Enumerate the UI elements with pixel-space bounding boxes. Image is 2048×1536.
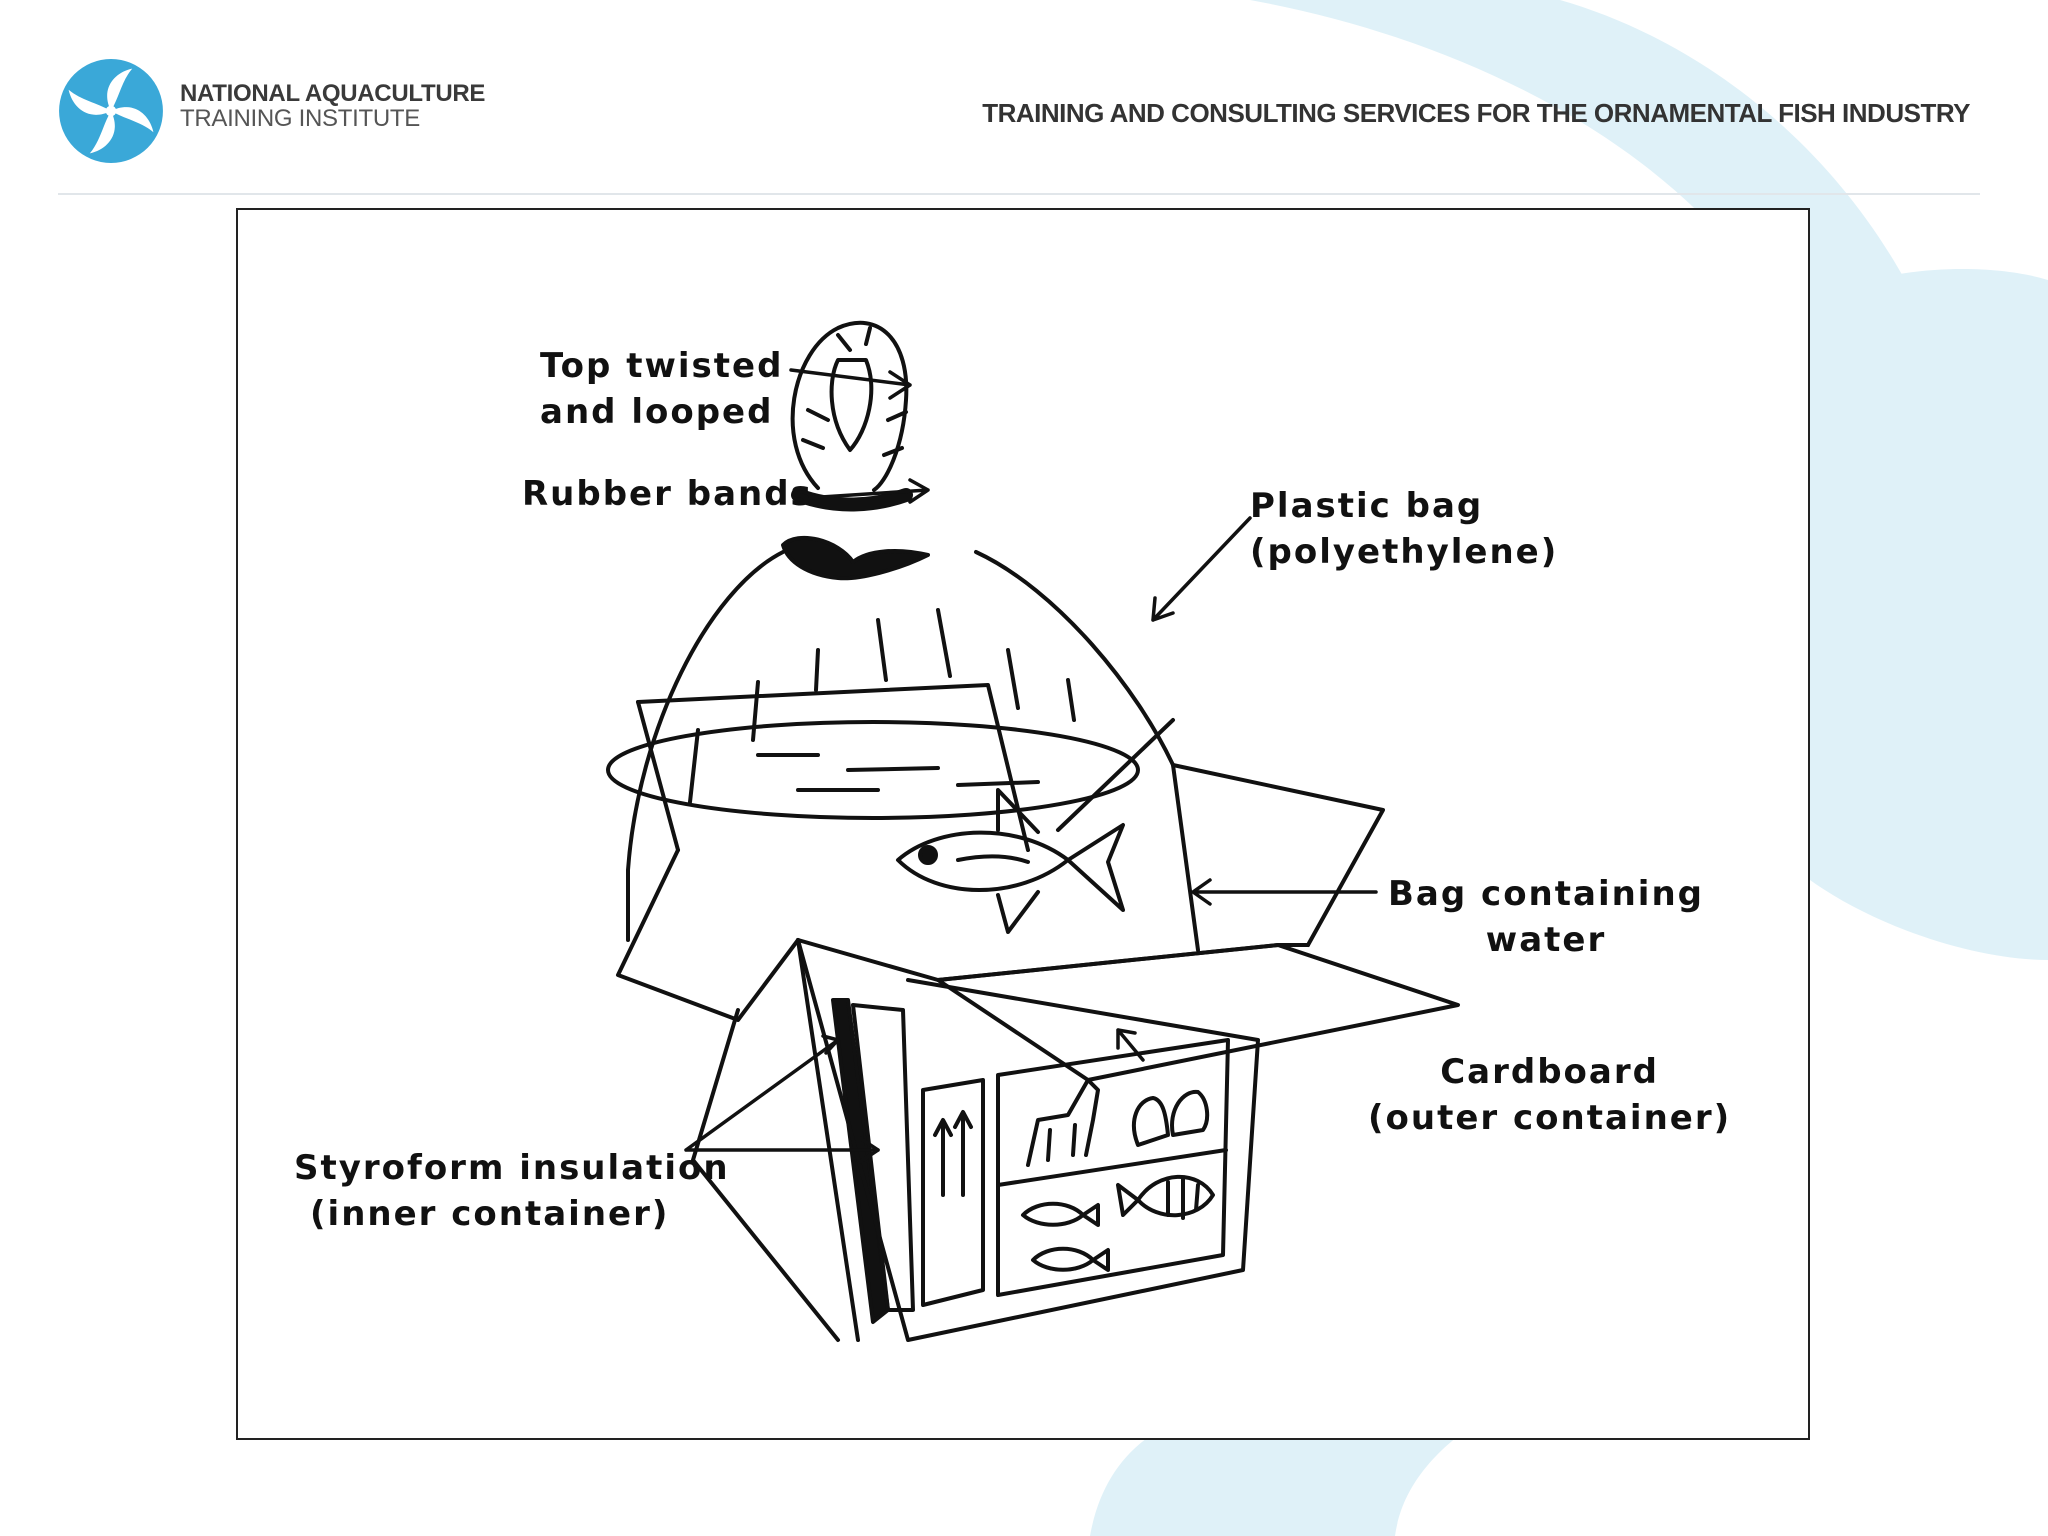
label-top-twisted-line1: Top twisted	[540, 346, 784, 386]
header-tagline: TRAINING AND CONSULTING SERVICES FOR THE…	[982, 98, 1970, 128]
org-name-line2: TRAINING INSTITUTE	[180, 105, 420, 132]
shipping-box-drawing	[606, 320, 1460, 1342]
label-top-twisted: Top twisted and looped	[540, 344, 783, 436]
label-styroform-insulation: Styroform insulation (inner container)	[294, 1146, 730, 1238]
slide-header: NATIONAL AQUACULTURE TRAINING INSTITUTE …	[0, 0, 2048, 200]
label-bag-containing-water: Bag containing water	[1388, 872, 1704, 964]
label-cardboard-line2: (outer container)	[1368, 1097, 1732, 1138]
label-plastic-bag: Plastic bag (polyethylene)	[1250, 484, 1558, 576]
fish-in-bag	[896, 788, 1125, 934]
label-plastic-bag-line1: Plastic bag	[1250, 486, 1484, 526]
label-cardboard-line1: Cardboard	[1440, 1052, 1659, 1092]
header-divider	[58, 193, 1980, 195]
org-name-line1: NATIONAL AQUACULTURE	[180, 80, 486, 107]
label-top-twisted-line2: and looped	[540, 391, 774, 432]
organization-name: NATIONAL AQUACULTURE TRAINING INSTITUTE	[180, 82, 485, 131]
plastic-bag	[606, 550, 1200, 952]
label-rubber-bands: Rubber bands	[522, 474, 813, 514]
label-plastic-bag-line2: (polyethylene)	[1250, 531, 1559, 572]
label-cardboard: Cardboard (outer container)	[1368, 1050, 1731, 1142]
label-styroform-line1: Styroform insulation	[294, 1148, 730, 1188]
diagram-frame: Top twisted and looped Rubber bands Plas…	[236, 208, 1810, 1440]
twisted-top-knot	[781, 320, 930, 581]
leader-arrows	[684, 368, 1378, 1164]
label-bag-water-line1: Bag containing	[1388, 874, 1705, 914]
pinwheel-logo-icon	[59, 59, 163, 163]
label-styroform-line2: (inner container)	[310, 1193, 670, 1234]
label-bag-water-line2: water	[1485, 919, 1607, 960]
